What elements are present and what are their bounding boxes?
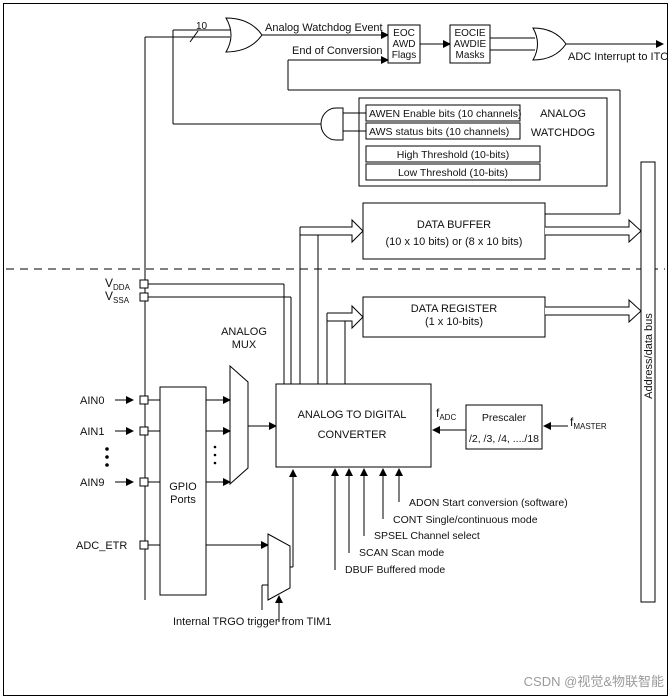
register-input-arrow <box>327 304 364 330</box>
adc-title-line1: ANALOG TO DIGITAL <box>298 409 407 421</box>
mux-ellipsis-dot <box>213 453 217 457</box>
adon-label: ADON Start conversion (software) <box>409 497 568 509</box>
end-of-conversion-label: End of Conversion <box>292 45 383 57</box>
watchdog-label: WATCHDOG <box>531 127 595 139</box>
adc-title-line2: CONVERTER <box>318 429 387 441</box>
data-register-size: (1 x 10-bits) <box>425 316 483 328</box>
data-buffer-title: DATA BUFFER <box>417 219 491 231</box>
ain9-pin <box>139 477 149 487</box>
adc-etr-pin <box>139 540 149 550</box>
gpio-ports-box <box>159 386 207 596</box>
buffer-input-arrow <box>300 218 364 244</box>
gpio-label1: GPIO <box>169 481 197 493</box>
aws-box <box>365 122 521 140</box>
eocie-masks-box <box>449 24 491 64</box>
analog-mux <box>229 364 249 486</box>
bus-slash <box>189 30 199 43</box>
eocie-masks-line1: EOCIE <box>454 28 485 39</box>
awd-or-gate <box>225 17 263 53</box>
ain1-label: AIN1 <box>80 426 104 438</box>
low-threshold-label: Low Threshold (10-bits) <box>398 167 508 179</box>
high-threshold-label: High Threshold (10-bits) <box>397 149 509 161</box>
cont-label: CONT Single/continuous mode <box>393 514 538 526</box>
awd-event-label: Analog Watchdog Event <box>265 22 383 34</box>
low-threshold-box <box>365 163 541 181</box>
ain0-label: AIN0 <box>80 395 104 407</box>
watchdog-and-gate <box>320 107 344 141</box>
scan-label: SCAN Scan mode <box>359 547 444 559</box>
analog-mux-label2: MUX <box>232 339 257 351</box>
eoc-flags-line1: EOC <box>393 28 415 39</box>
prescaler-title: Prescaler <box>482 412 527 424</box>
vssa-label: VSSA <box>105 289 130 305</box>
adc-interrupt-label: ADC Interrupt to ITC <box>568 51 668 63</box>
adc-etr-label: ADC_ETR <box>76 540 127 552</box>
mux-ellipsis-dot <box>213 445 217 449</box>
interrupt-or-gate <box>532 27 567 61</box>
vssa-pin <box>139 292 149 302</box>
ain9-label: AIN9 <box>80 477 104 489</box>
analog-mux-label1: ANALOG <box>221 326 267 338</box>
trgo-label: Internal TRGO trigger from TIM1 <box>173 616 332 628</box>
fmaster-label: fMASTER <box>570 415 607 431</box>
mux-ellipsis-dot <box>213 461 217 465</box>
spsel-label: SPSEL Channel select <box>374 530 480 542</box>
adc-converter-box <box>275 383 432 468</box>
awen-box <box>365 104 521 122</box>
high-threshold-box <box>365 145 541 163</box>
eoc-flags-line2: AWD <box>393 39 416 50</box>
gpio-label2: Ports <box>170 494 196 506</box>
vdda-pin <box>139 279 149 289</box>
vdda-label: VDDA <box>105 276 131 292</box>
prescaler-box <box>465 404 543 450</box>
eocie-masks-line3: Masks <box>456 50 485 61</box>
trigger-mux <box>267 533 291 601</box>
fadc-label: fADC <box>436 406 456 422</box>
watermark: CSDN @视觉&物联智能 <box>524 674 664 689</box>
data-buffer-box <box>362 202 546 260</box>
address-data-bus <box>640 161 656 603</box>
buffer-output-arrow <box>545 218 642 244</box>
channel-ellipsis-dot <box>105 455 109 459</box>
awen-label: AWEN Enable bits (10 channels) <box>369 108 522 120</box>
eoc-flags-line3: Flags <box>392 50 416 61</box>
dbuf-label: DBUF Buffered mode <box>345 564 445 576</box>
data-register-title: DATA REGISTER <box>411 303 497 315</box>
channel-ellipsis-dot <box>105 463 109 467</box>
aws-label: AWS status bits (10 channels) <box>369 126 509 138</box>
channel-ellipsis-dot <box>105 447 109 451</box>
analog-label: ANALOG <box>540 108 586 120</box>
bus-width-label: 10 <box>196 21 208 32</box>
address-bus-label: Address/data bus <box>643 313 655 399</box>
prescaler-ratios: /2, /3, /4, ..../18 <box>469 433 539 445</box>
register-output-arrow <box>545 298 642 324</box>
diagram-frame <box>3 3 668 696</box>
eocie-masks-line2: AWDIE <box>454 39 487 50</box>
data-buffer-size: (10 x 10 bits) or (8 x 10 bits) <box>386 236 523 248</box>
ain1-pin <box>139 426 149 436</box>
ain0-pin <box>139 395 149 405</box>
